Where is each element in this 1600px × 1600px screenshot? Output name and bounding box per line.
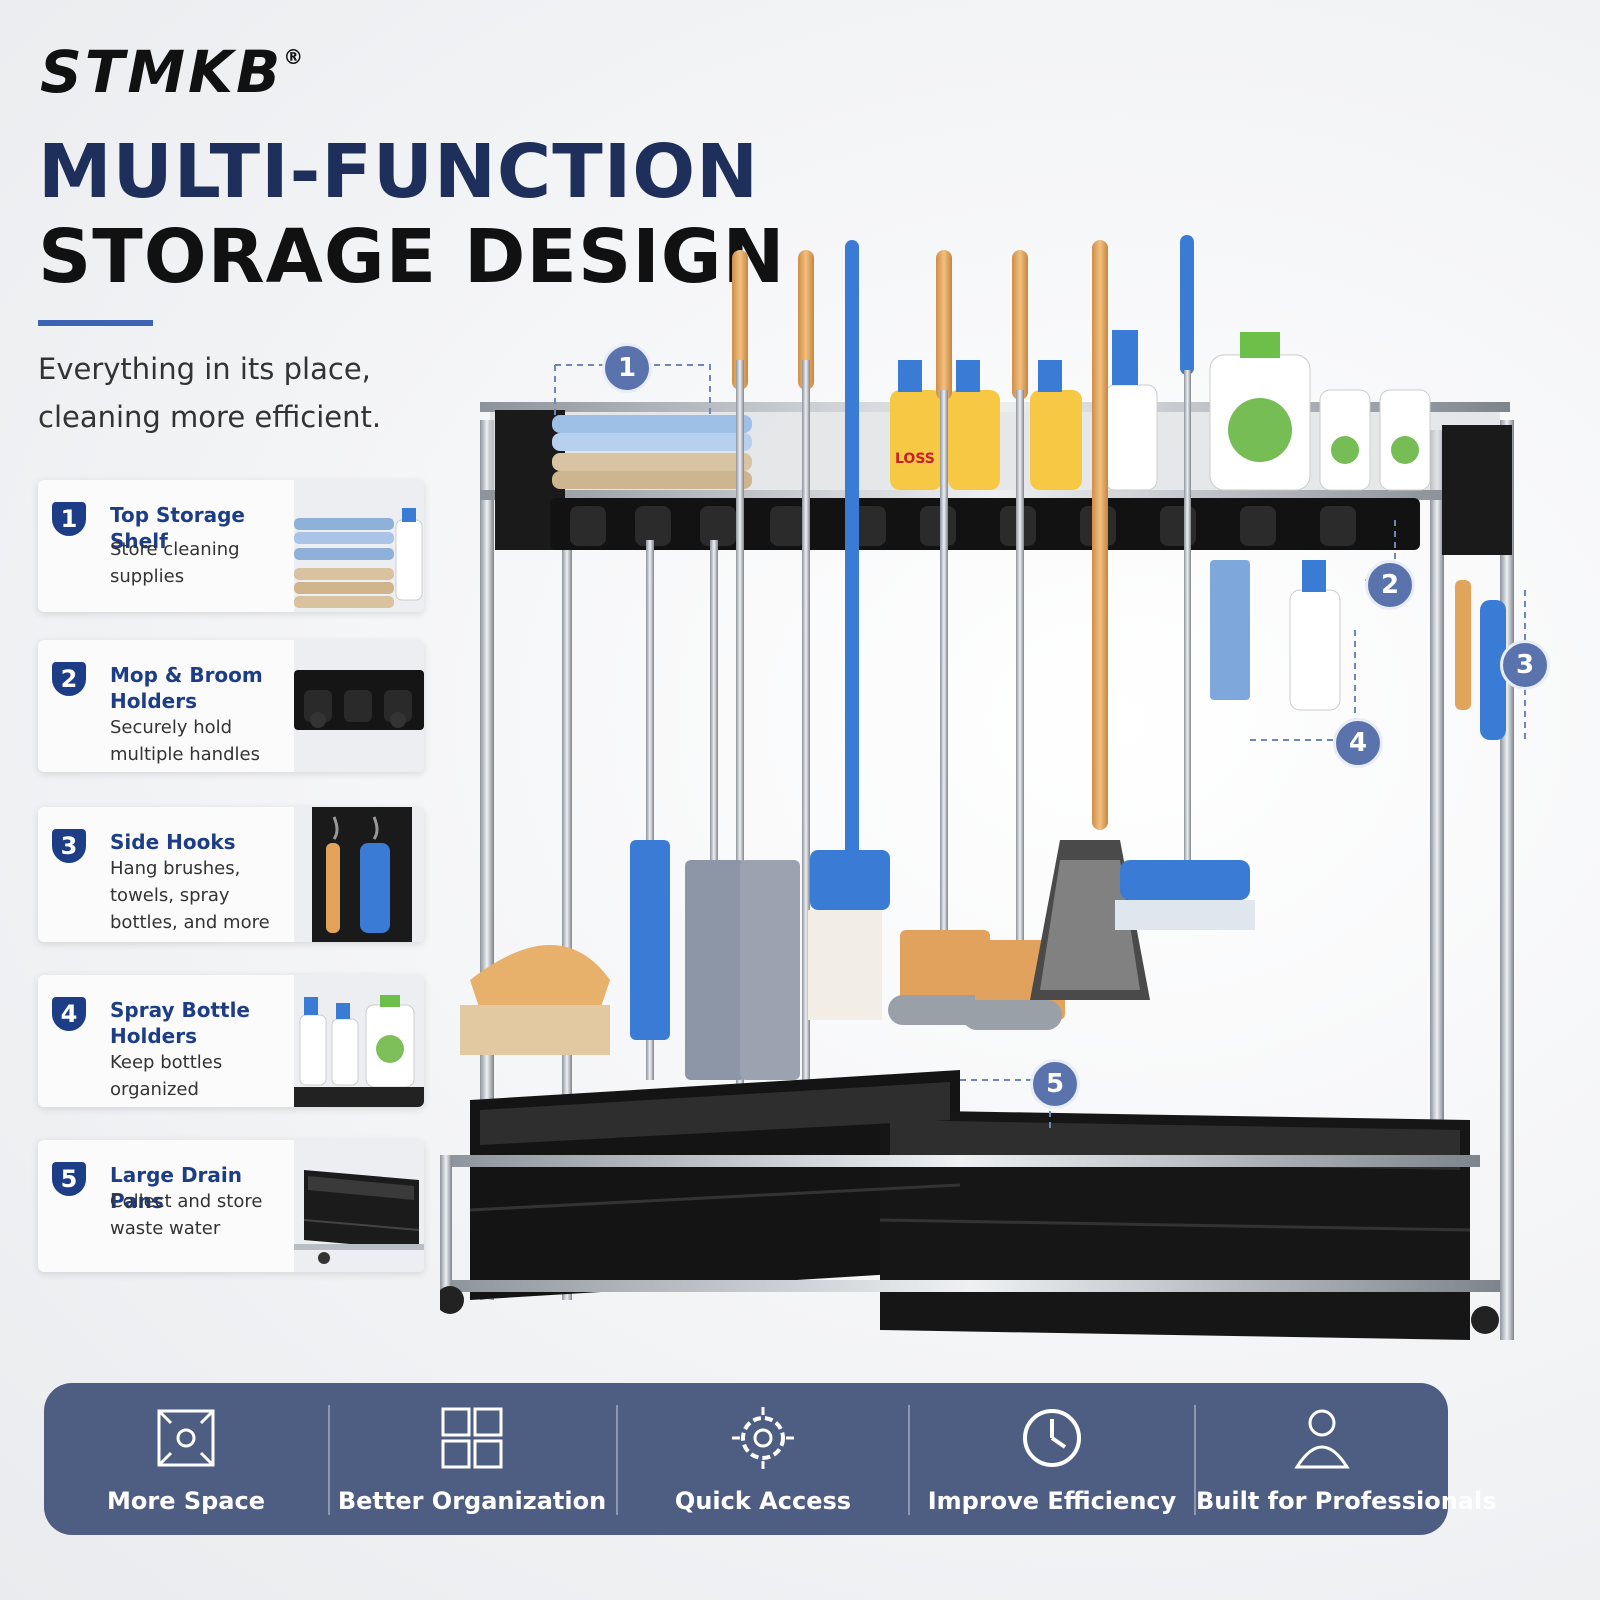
- headline-line-2: STORAGE DESIGN: [38, 214, 786, 300]
- headline-line-1: MULTI-FUNCTION: [38, 129, 760, 215]
- divider: [908, 1405, 910, 1515]
- feature-desc: Securely hold multiple handles: [110, 717, 260, 765]
- feature-title: Top Storage Shelf: [110, 503, 245, 553]
- tagline: Everything in its place, cleaning more e…: [38, 345, 518, 441]
- feature-card-mop-holders: 2 Mop & Broom Holders Securely hold mult…: [38, 640, 424, 772]
- benefits-bar: More Space Better Organization Quick Acc…: [44, 1383, 1497, 1535]
- feature-title: Side Hooks: [110, 830, 236, 854]
- holder-thumbnail: [294, 640, 424, 772]
- benefit-label: Quick Access: [674, 1487, 852, 1515]
- grid-organization-icon: [441, 1407, 503, 1469]
- spray-thumbnail: [294, 975, 424, 1107]
- tagline-line-1: Everything in its place,: [38, 352, 371, 386]
- feature-badge: 5: [52, 1162, 86, 1196]
- feature-title: Mop & Broom Holders: [110, 663, 263, 713]
- benefit-organization: Better Organization: [330, 1383, 614, 1535]
- expand-space-icon: [157, 1409, 215, 1467]
- benefit-efficiency: Improve Efficiency: [910, 1383, 1194, 1535]
- feature-title: Large Drain Pans: [110, 1163, 243, 1213]
- divider: [328, 1405, 330, 1515]
- benefit-label: Better Organization: [337, 1487, 607, 1515]
- benefit-quick-access: Quick Access: [618, 1383, 908, 1535]
- hooks-thumbnail: [294, 807, 424, 942]
- feature-desc: Keep bottles organized: [110, 1052, 223, 1100]
- feature-badge: 1: [52, 502, 86, 536]
- feature-card-spray-holders: 4 Spray Bottle Holders Keep bottles orga…: [38, 975, 424, 1107]
- benefit-professionals: Built for Professionals: [1196, 1383, 1497, 1535]
- feature-badge: 2: [52, 662, 86, 696]
- tagline-line-2: cleaning more efficient.: [38, 400, 382, 434]
- divider: [616, 1405, 618, 1515]
- callout-2: 2: [1365, 560, 1415, 610]
- gear-access-icon: [732, 1407, 794, 1469]
- feature-title: Spray Bottle Holders: [110, 998, 250, 1048]
- feature-desc: Collect and store waste water: [110, 1191, 263, 1239]
- callout-1: 1: [602, 343, 652, 393]
- professional-person-icon: [1294, 1409, 1350, 1469]
- feature-card-drain-pans: 5 Large Drain Pans Collect and store was…: [38, 1140, 424, 1272]
- broom-head: [460, 945, 610, 1055]
- benefit-more-space: More Space: [44, 1383, 328, 1535]
- brand-logo: STMKB®: [40, 38, 307, 106]
- product-illustration: LOSS: [436, 220, 1580, 1420]
- pan-thumbnail: [294, 1140, 424, 1272]
- bottle-label: LOSS: [895, 451, 935, 467]
- callout-4: 4: [1333, 718, 1383, 768]
- accent-rule: [38, 320, 153, 326]
- feature-desc: Store cleaning supplies: [110, 539, 240, 587]
- shelf-thumbnail: [294, 480, 424, 612]
- divider: [1194, 1405, 1196, 1515]
- benefit-label: Built for Professionals: [1196, 1487, 1497, 1515]
- drain-pans: [469, 1070, 1471, 1340]
- feature-card-top-shelf: 1 Top Storage Shelf Store cleaning suppl…: [38, 480, 424, 612]
- benefit-label: Improve Efficiency: [927, 1487, 1177, 1515]
- feature-card-side-hooks: 3 Side Hooks Hang brushes, towels, spray…: [38, 807, 424, 942]
- speed-clock-icon: [1023, 1409, 1081, 1467]
- spray-bottles: [890, 330, 1431, 491]
- feature-desc: Hang brushes, towels, spray bottles, and…: [110, 858, 270, 933]
- benefit-label: More Space: [106, 1487, 265, 1515]
- callout-5: 5: [1030, 1059, 1080, 1109]
- feature-badge: 4: [52, 997, 86, 1031]
- callout-3: 3: [1500, 640, 1550, 690]
- feature-badge: 3: [52, 829, 86, 863]
- mop-holder-rail: [550, 498, 1420, 550]
